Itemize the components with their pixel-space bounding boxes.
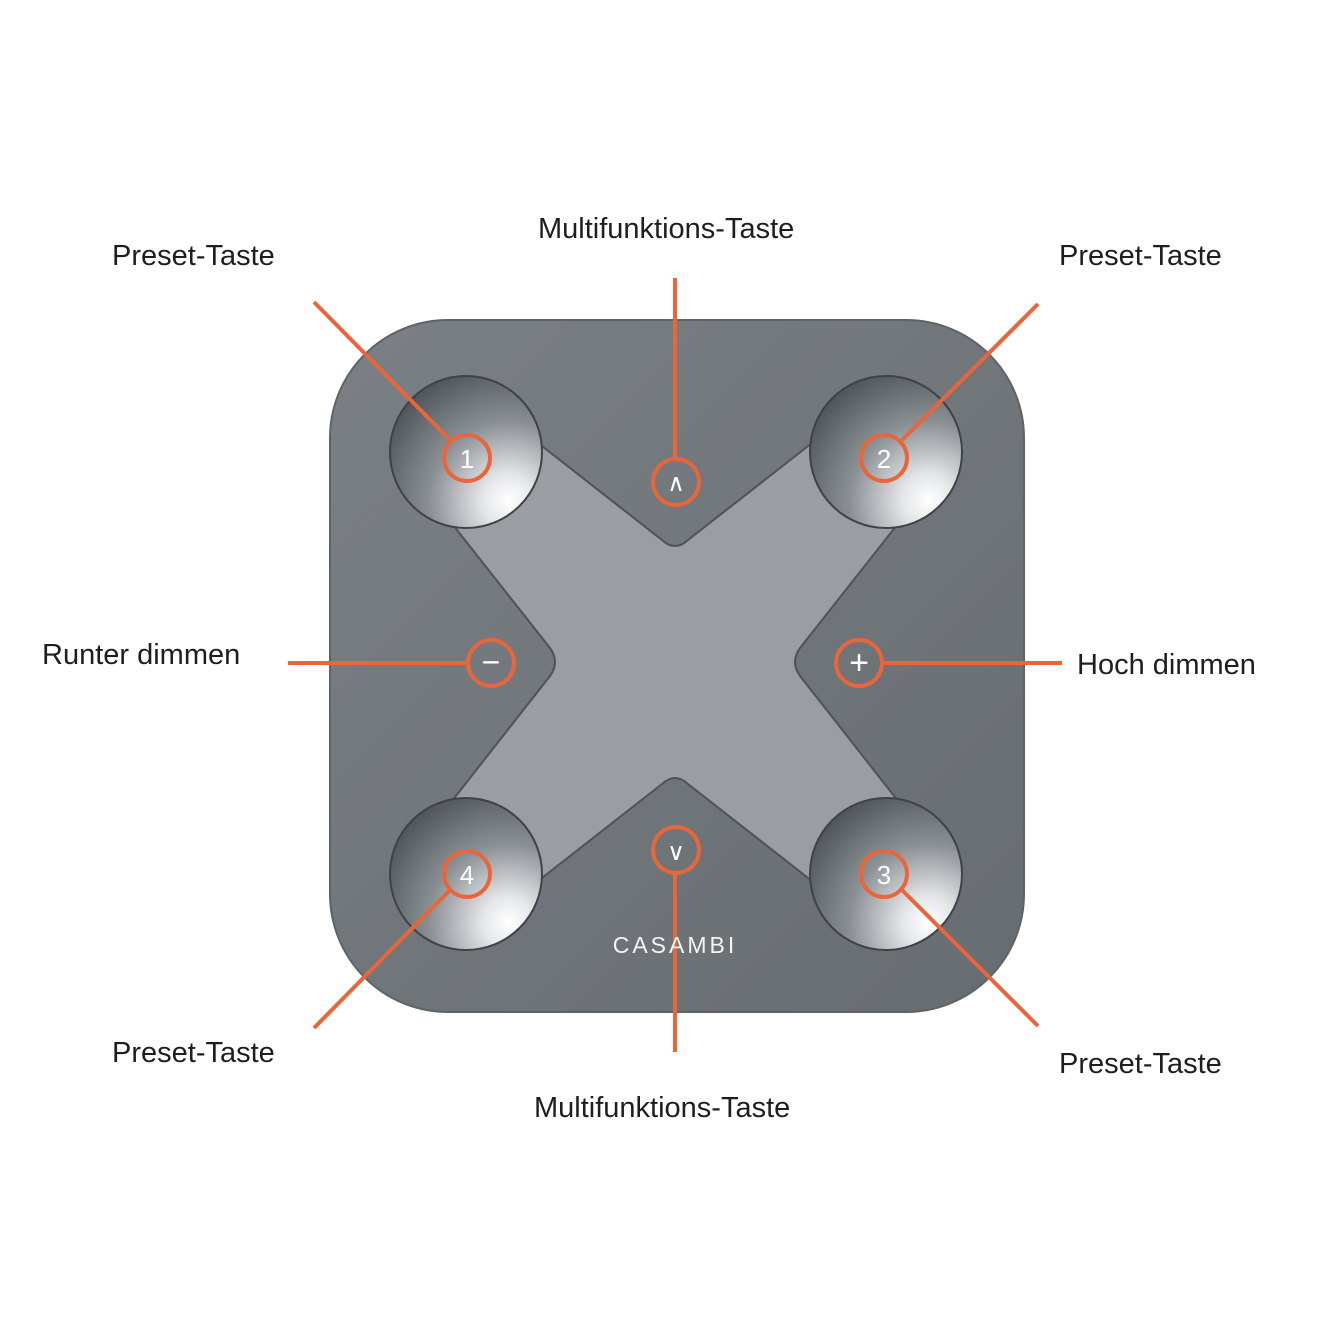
label-preset-bottom-right: Preset-Taste	[1059, 1048, 1222, 1080]
label-multi-bottom: Multifunktions-Taste	[534, 1092, 791, 1124]
label-preset-top-right: Preset-Taste	[1059, 240, 1222, 272]
callout-line-preset-2	[900, 302, 1040, 442]
preset-1-number: 1	[460, 444, 474, 474]
label-preset-bottom-left: Preset-Taste	[112, 1037, 275, 1069]
preset-button-2[interactable]	[809, 375, 963, 529]
preset-3-number: 3	[877, 860, 891, 890]
callout-lines	[288, 278, 1062, 1052]
preset-2-number: 2	[877, 444, 891, 474]
preset-button-1[interactable]	[389, 375, 543, 529]
label-preset-top-left: Preset-Taste	[112, 240, 275, 272]
down-icon[interactable]: ∨	[667, 839, 685, 866]
up-icon[interactable]: ∧	[667, 470, 685, 497]
minus-icon[interactable]: −	[482, 644, 501, 680]
callout-line-preset-1	[312, 300, 452, 442]
callout-line-preset-4	[312, 888, 452, 1030]
preset-4-number: 4	[460, 860, 474, 890]
brand-logo: CASAMBI	[613, 932, 738, 958]
label-dim-up: Hoch dimmen	[1077, 649, 1256, 681]
callout-line-preset-3	[900, 888, 1040, 1028]
label-multi-top: Multifunktions-Taste	[538, 213, 795, 245]
plus-icon[interactable]: +	[849, 644, 869, 682]
callout-rings	[442, 433, 909, 899]
label-dim-down: Runter dimmen	[42, 639, 241, 671]
